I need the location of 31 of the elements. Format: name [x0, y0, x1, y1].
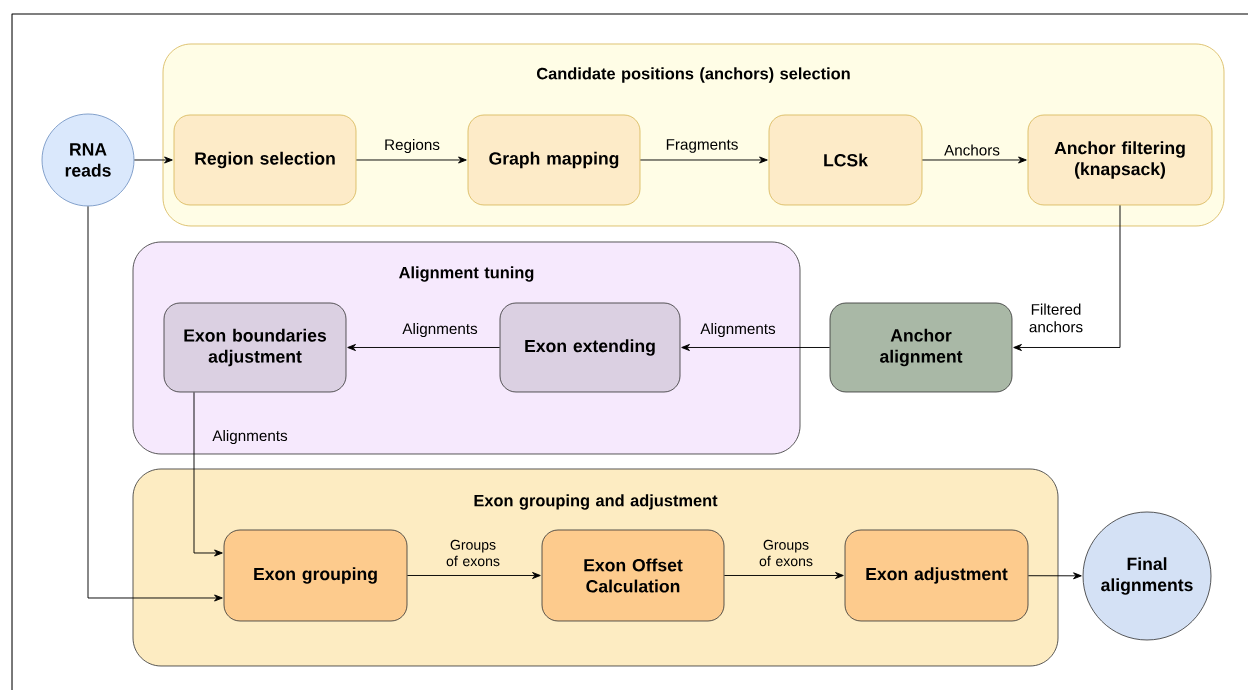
process-box: Exon extending	[499, 302, 681, 393]
process-box: Region selection	[173, 114, 357, 206]
process-box: Anchor filtering (knapsack)	[1027, 114, 1213, 206]
arrow	[723, 572, 844, 579]
arrow	[87, 205, 223, 602]
process-box: LCSk	[768, 114, 923, 206]
arrow	[921, 156, 1027, 164]
edge-label: Filtered anchors	[1029, 303, 1083, 333]
edge-label: Fragments	[666, 139, 738, 153]
process-box: Graph mapping	[467, 114, 641, 206]
arrow	[681, 344, 831, 351]
edge-label: Alignments	[212, 429, 288, 445]
arrow	[639, 156, 768, 164]
arrow	[406, 572, 541, 579]
arrow	[193, 391, 223, 557]
process-box: Exon grouping	[223, 529, 408, 622]
process-box: Exon Offset Calculation	[541, 529, 725, 622]
edge-label: Alignments	[402, 322, 478, 338]
edge-label: Regions	[385, 138, 440, 154]
edge-label: Alignments	[700, 322, 776, 338]
arrow	[1013, 204, 1121, 351]
process-box: Exon adjustment	[844, 529, 1029, 622]
arrow	[1027, 572, 1082, 580]
arrow	[355, 156, 467, 164]
edge-label: Groups of exons	[446, 539, 500, 567]
edge-label: Anchors	[944, 144, 1000, 156]
edge-label: Groups of exons	[759, 539, 813, 567]
arrow	[133, 156, 173, 164]
arrow	[347, 344, 501, 351]
process-box: Anchor alignment	[829, 302, 1013, 393]
process-box: Exon boundaries adjustment	[163, 302, 347, 393]
